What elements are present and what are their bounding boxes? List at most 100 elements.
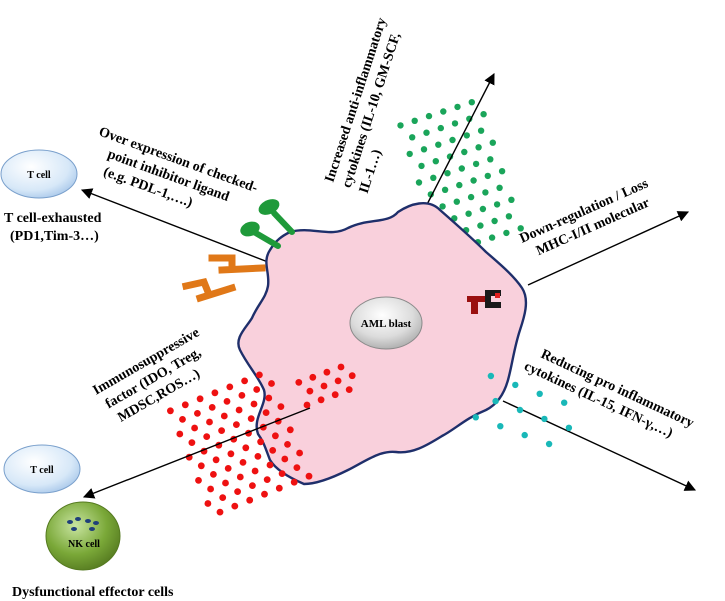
red-factor-dot [238, 392, 246, 399]
nk-cell-label: NK cell [68, 539, 100, 550]
red-factor-dot [211, 389, 219, 397]
red-factor-dot [210, 471, 217, 478]
red-factor-dot [293, 464, 301, 471]
red-factor-dot [219, 494, 227, 501]
arrow-anti-inflammatory [417, 73, 495, 223]
cyan-cytokine-dot [472, 414, 479, 421]
green-cytokine-dot [441, 186, 449, 193]
t-cell-exhausted-markers: (PD1,Tim-3…) [10, 229, 99, 244]
red-factor-dot [253, 386, 261, 393]
green-cytokine-dot [467, 193, 475, 201]
red-factor-dot [254, 453, 262, 460]
red-factor-dot [179, 416, 186, 423]
red-factor-dot [181, 401, 189, 409]
red-factor-dot [249, 482, 256, 489]
red-factor-dot [236, 473, 244, 481]
green-cytokine-dot [470, 177, 477, 184]
red-factor-dot [309, 373, 317, 381]
green-cytokine-dot [472, 160, 480, 168]
nk-granules-icon [67, 517, 99, 531]
green-cytokine-dot [409, 134, 416, 141]
cyan-cytokine-dot [497, 423, 504, 430]
cyan-cytokine-dot [492, 397, 499, 405]
red-factor-dot [218, 427, 226, 434]
red-factor-dot [269, 447, 277, 454]
red-factor-dot [265, 394, 273, 402]
green-cytokine-dot [456, 181, 463, 189]
nk-cell [45, 501, 121, 571]
green-cytokine-dot [446, 153, 454, 160]
checkpoint-label-group: Over expression of checked- point inhibi… [97, 125, 260, 211]
green-cytokine-dot [468, 99, 475, 106]
red-factor-dot [241, 377, 249, 385]
arrow-mhc-loss [527, 211, 690, 286]
pro-inflammatory-cytokine-dots [472, 372, 573, 448]
green-cytokine-dot [491, 217, 498, 225]
green-cytokine-dot [444, 170, 451, 177]
red-factor-dot [348, 372, 356, 380]
cyan-cytokine-dot [536, 390, 543, 397]
green-cytokine-dot [498, 168, 506, 175]
green-cytokine-dot [517, 225, 524, 232]
green-cytokine-dot [423, 129, 430, 136]
red-factor-dot [224, 465, 232, 472]
green-cytokine-dot [435, 141, 442, 148]
red-factor-dot [233, 421, 240, 428]
red-factor-dot [216, 508, 224, 516]
red-factor-dot [196, 395, 204, 403]
red-factor-dot [191, 424, 199, 432]
red-factor-dot [275, 484, 283, 492]
red-factor-dot [345, 386, 353, 393]
red-factor-dot [262, 409, 270, 416]
red-factor-dot [234, 488, 242, 495]
green-cytokine-dot [415, 179, 423, 186]
green-cytokine-dot [479, 205, 487, 213]
green-cytokine-dot [430, 174, 437, 181]
red-factor-dot [220, 412, 228, 420]
red-factor-dot [320, 382, 328, 390]
green-cytokine-dot [397, 122, 404, 129]
red-factor-dot [246, 496, 254, 504]
red-factor-dot [247, 415, 255, 422]
red-factor-dot [194, 410, 201, 417]
green-cytokine-dot [451, 120, 459, 127]
red-factor-dot [296, 449, 303, 457]
red-factor-dot [188, 439, 196, 446]
green-cytokine-dot [477, 127, 485, 134]
red-factor-dot [303, 401, 311, 409]
checkpoint-ligand-icon [240, 199, 295, 249]
cyan-cytokine-dot [565, 424, 573, 431]
red-factor-dot [323, 368, 331, 376]
pro-inflammatory-label-group: Reducing pro inflammatory cytokines (IL-… [522, 347, 696, 441]
red-factor-dot [203, 433, 211, 440]
green-cytokine-dot [463, 132, 470, 139]
red-factor-dot [278, 470, 286, 477]
red-factor-dot [242, 444, 250, 452]
green-cytokine-dot [503, 229, 510, 237]
green-cytokine-dot [505, 213, 513, 220]
green-cytokine-dot [453, 198, 460, 205]
cyan-cytokine-dot [487, 372, 495, 380]
cyan-cytokine-dot [521, 431, 528, 439]
green-cytokine-dot [439, 203, 446, 210]
t-cell-exhausted-cell [0, 149, 78, 199]
mhc-molecule-icon [467, 290, 501, 314]
aml-blast-nucleus [349, 296, 423, 350]
red-factor-dot [212, 456, 220, 464]
red-factor-dot [250, 400, 258, 408]
red-factor-dot [204, 500, 212, 507]
red-factor-dot [290, 478, 298, 486]
green-cytokine-dot [482, 189, 489, 196]
green-cytokine-dot [406, 150, 413, 158]
green-cytokine-dot [477, 222, 484, 229]
red-factor-dot [331, 391, 339, 399]
cyan-cytokine-dot [541, 415, 548, 423]
red-factor-dot [286, 426, 294, 434]
t-cell-exhausted-label: T cell-exhausted [4, 211, 102, 226]
red-factor-dot [226, 383, 234, 391]
arrow-pro-inflammatory [502, 400, 697, 491]
red-factor-dot [222, 479, 229, 487]
exhausted-t-cell-receptor-icon [181, 254, 266, 303]
red-factor-dot [305, 472, 313, 480]
